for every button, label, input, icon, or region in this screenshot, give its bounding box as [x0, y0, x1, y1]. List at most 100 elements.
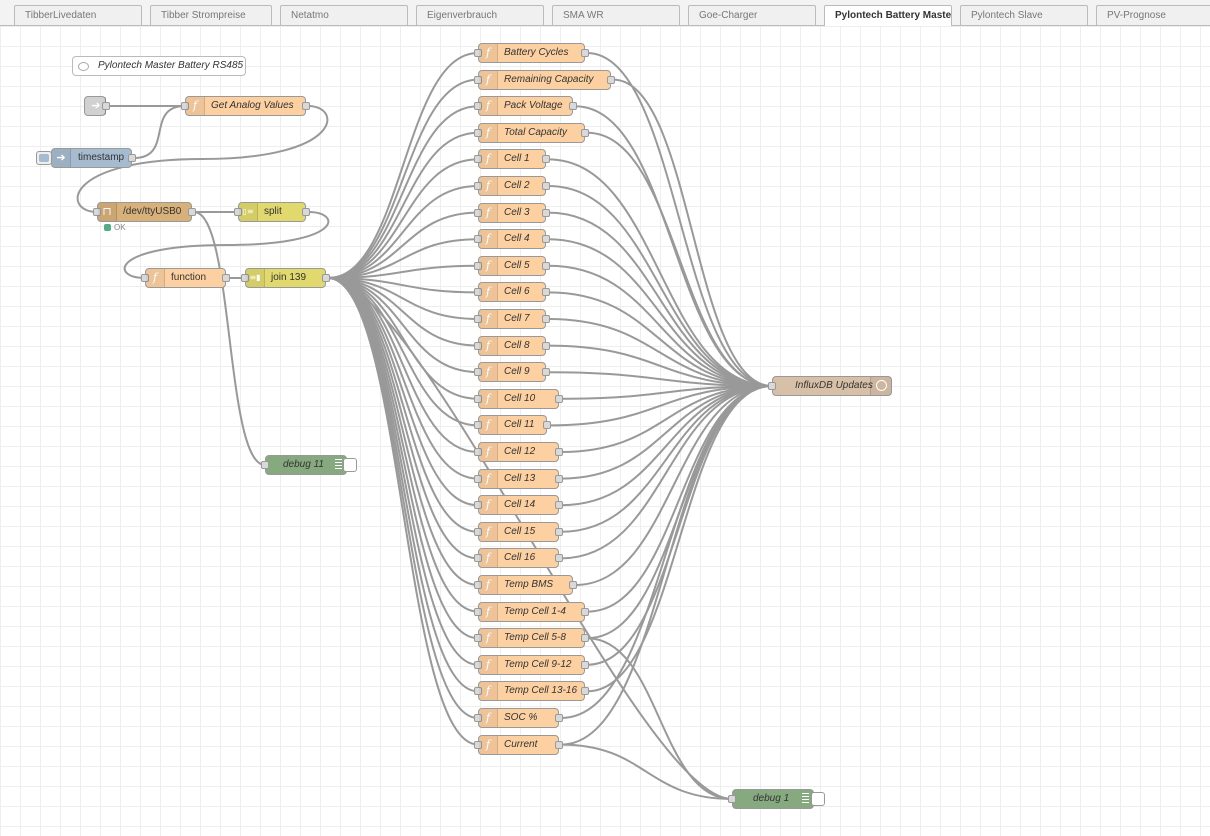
- split-node[interactable]: ▯≡ split: [234, 202, 310, 222]
- output-port[interactable]: [542, 315, 550, 323]
- function-node-get-analog[interactable]: f Get Analog Values: [181, 96, 310, 116]
- input-port[interactable]: [234, 208, 242, 216]
- tab-pylontech-battery-master[interactable]: Pylontech Battery Master: [824, 5, 952, 27]
- input-port[interactable]: [474, 634, 482, 643]
- input-port[interactable]: [474, 607, 482, 616]
- input-port[interactable]: [241, 274, 249, 282]
- output-port[interactable]: [555, 554, 563, 563]
- debug-toggle-button[interactable]: [811, 792, 825, 806]
- output-port[interactable]: [542, 208, 550, 217]
- tab-sma-wr[interactable]: SMA WR: [552, 5, 680, 25]
- output-port[interactable]: [555, 394, 563, 403]
- output-port[interactable]: [542, 288, 550, 297]
- output-port[interactable]: [555, 714, 563, 722]
- output-port[interactable]: [542, 235, 550, 244]
- input-port[interactable]: [474, 341, 482, 350]
- debug-node-11[interactable]: debug 11: [261, 455, 347, 475]
- input-port[interactable]: [474, 448, 482, 456]
- output-port[interactable]: [542, 182, 550, 190]
- tab-goe-charger[interactable]: Goe-Charger: [688, 5, 816, 25]
- output-port[interactable]: [581, 128, 589, 137]
- output-port[interactable]: [607, 75, 615, 84]
- output-port[interactable]: [128, 154, 136, 162]
- tab-tibberlivedaten[interactable]: TibberLivedaten: [14, 5, 142, 25]
- join-node[interactable]: ≡▮ join 139: [241, 268, 330, 288]
- input-port[interactable]: [474, 102, 482, 111]
- output-port[interactable]: [188, 208, 196, 216]
- output-port[interactable]: [581, 49, 589, 57]
- input-port[interactable]: [474, 235, 482, 244]
- output-port[interactable]: [555, 740, 563, 749]
- input-port[interactable]: [474, 288, 482, 297]
- input-port[interactable]: [474, 740, 482, 749]
- output-port[interactable]: [322, 274, 330, 282]
- tab-netatmo[interactable]: Netatmo: [280, 5, 408, 25]
- debug-node-1[interactable]: debug 1: [728, 789, 814, 809]
- flow-workspace[interactable]: Pylontech Master Battery RS485 ➔ ➔ times…: [0, 26, 1210, 836]
- input-port[interactable]: [474, 581, 482, 589]
- inject-node-small[interactable]: ➔: [84, 96, 110, 116]
- output-port[interactable]: [555, 527, 563, 536]
- input-port[interactable]: [141, 274, 149, 282]
- output-port[interactable]: [581, 660, 589, 669]
- input-port[interactable]: [474, 261, 482, 270]
- output-port[interactable]: [302, 208, 310, 216]
- input-port[interactable]: [181, 102, 189, 110]
- output-port[interactable]: [543, 421, 551, 430]
- output-port[interactable]: [542, 261, 550, 270]
- inject-trigger-button[interactable]: [36, 151, 52, 165]
- debug-toggle-button[interactable]: [343, 458, 357, 472]
- input-port[interactable]: [474, 182, 482, 190]
- input-port[interactable]: [474, 394, 482, 403]
- input-port[interactable]: [474, 501, 482, 510]
- input-port[interactable]: [474, 49, 482, 57]
- output-port[interactable]: [222, 274, 230, 282]
- tab-pv-prognose[interactable]: PV-Prognose: [1096, 5, 1210, 25]
- input-port[interactable]: [474, 421, 482, 430]
- output-port[interactable]: [581, 687, 589, 696]
- output-port[interactable]: [102, 102, 110, 110]
- input-port[interactable]: [474, 474, 482, 483]
- input-port[interactable]: [474, 554, 482, 563]
- input-port[interactable]: [474, 714, 482, 722]
- input-port[interactable]: [474, 687, 482, 696]
- tab-tibber-strompreise[interactable]: Tibber Strompreise: [150, 5, 272, 25]
- output-port[interactable]: [542, 368, 550, 377]
- output-port[interactable]: [542, 155, 550, 164]
- function-node-generic[interactable]: f function: [141, 268, 230, 288]
- input-port[interactable]: [728, 795, 736, 803]
- input-port[interactable]: [474, 155, 482, 164]
- output-port[interactable]: [555, 474, 563, 483]
- input-port[interactable]: [474, 208, 482, 217]
- output-port[interactable]: [569, 581, 577, 589]
- output-port[interactable]: [569, 102, 577, 111]
- input-port[interactable]: [474, 75, 482, 84]
- input-port[interactable]: [474, 128, 482, 137]
- input-port[interactable]: [768, 382, 776, 390]
- output-port[interactable]: [555, 448, 563, 456]
- output-port[interactable]: [581, 634, 589, 643]
- input-port[interactable]: [93, 208, 101, 216]
